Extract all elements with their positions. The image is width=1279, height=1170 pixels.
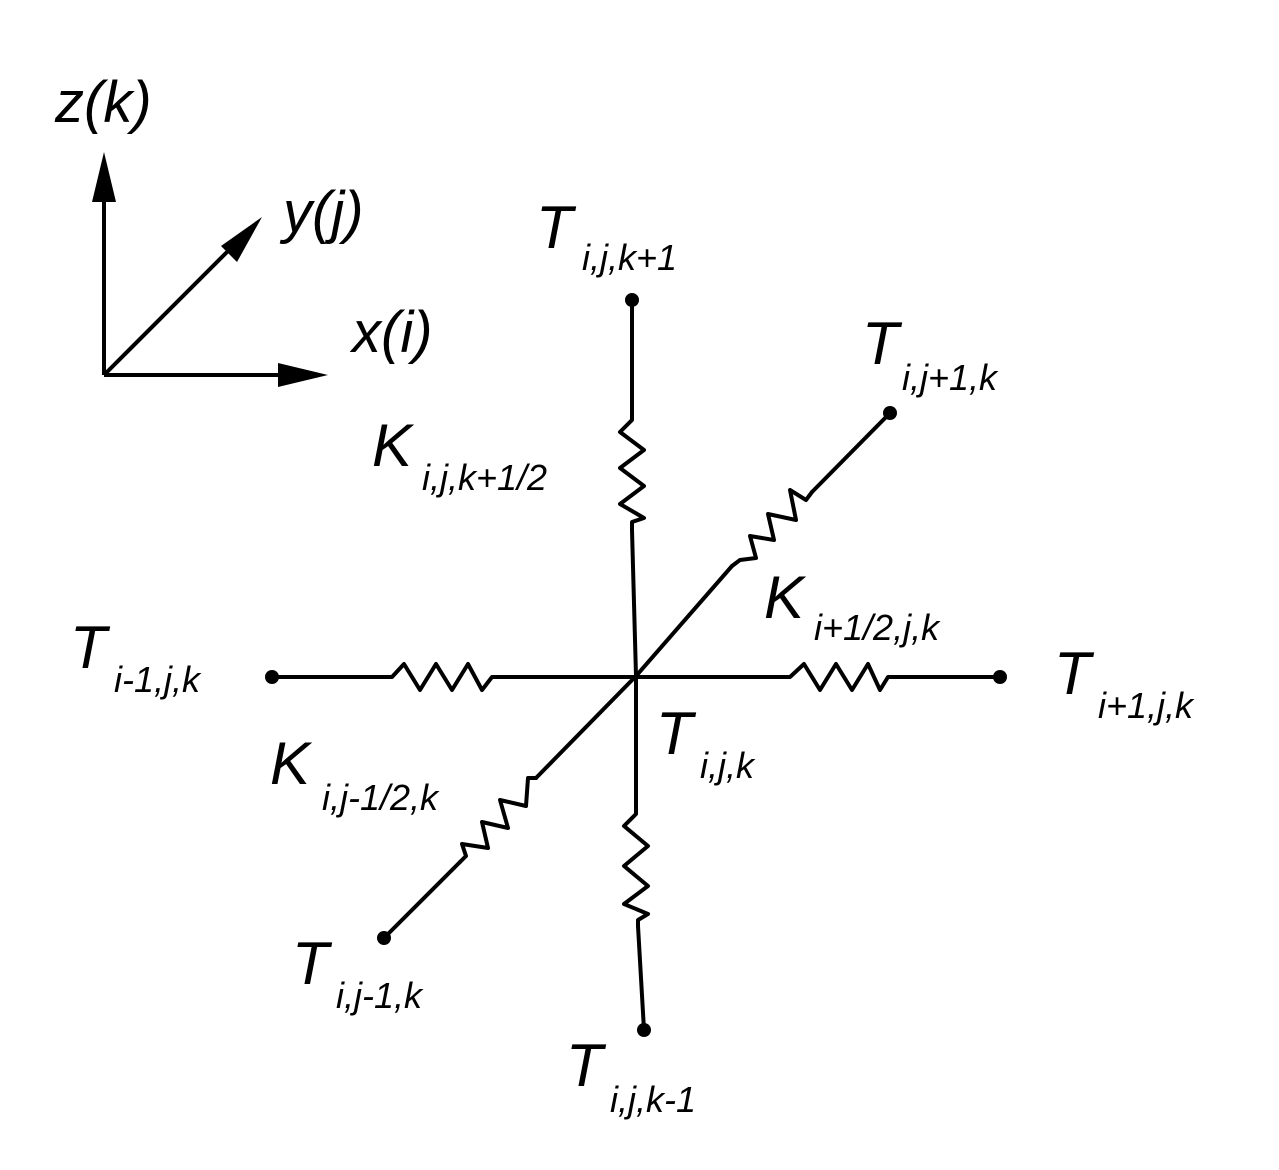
- resistor-i-left: [378, 662, 502, 692]
- label-t-back-sub: i,j+1,k: [902, 357, 999, 398]
- node-labels: T i,j,k+1 T i,j+1,k T i-1,j,k T i+1,j,k …: [70, 194, 1195, 1120]
- diagonal-branch: [377, 406, 897, 945]
- x-axis-label: x(i): [349, 300, 433, 365]
- wire-back-segment: [810, 411, 892, 494]
- label-t-top-sub: i,j,k+1: [582, 237, 677, 278]
- label-k-top-sub: i,j,k+1/2: [422, 457, 547, 498]
- resistor-k-top: [618, 408, 646, 532]
- label-k-right: K: [764, 564, 807, 631]
- coordinate-axes: z(k) y(j) x(i): [54, 70, 433, 387]
- node-dot-bottom: [637, 1023, 651, 1037]
- node-dot-left: [265, 670, 279, 684]
- label-t-center-sub: i,j,k: [700, 745, 756, 786]
- node-dot-right: [993, 670, 1007, 684]
- y-axis-line: [102, 241, 238, 377]
- label-k-front: K: [270, 730, 313, 797]
- z-axis-label: z(k): [54, 70, 152, 135]
- wire-center-to-front-resistor: [534, 674, 638, 780]
- label-t-bottom-sub: i,j,k-1: [610, 1079, 696, 1120]
- label-k-right-sub: i+1/2,j,k: [814, 607, 941, 648]
- wire-back-to-center: [634, 564, 734, 678]
- wire-bottom-segment: [636, 924, 646, 1032]
- label-k-front-sub: i,j-1/2,k: [322, 777, 440, 818]
- node-dot-top: [625, 293, 639, 307]
- resistor-i-right: [778, 662, 898, 692]
- resistor-j-back: [730, 488, 814, 568]
- label-k-top: K: [372, 412, 415, 479]
- label-t-center: T: [656, 700, 697, 767]
- node-dot-back: [883, 406, 897, 420]
- label-t-left-sub: i-1,j,k: [114, 659, 202, 700]
- conductance-labels: K i,j,k+1/2 K i+1/2,j,k K i,j-1/2,k: [270, 412, 941, 818]
- y-axis-arrowhead: [221, 217, 262, 262]
- resistor-k-bottom: [622, 806, 650, 928]
- label-t-bottom: T: [566, 1032, 607, 1099]
- label-t-front-sub: i,j-1,k: [336, 975, 424, 1016]
- label-t-front: T: [292, 930, 333, 997]
- label-t-top: T: [536, 194, 577, 261]
- wire-front-segment: [382, 860, 462, 940]
- vertical-branch: [618, 293, 651, 1037]
- wire-top-to-center: [630, 528, 638, 678]
- z-axis-arrowhead: [92, 152, 116, 202]
- resistor-j-front: [458, 776, 538, 864]
- y-axis-label: y(j): [279, 180, 364, 245]
- horizontal-branch: [265, 662, 1007, 692]
- x-axis-arrowhead: [278, 363, 328, 387]
- label-t-right-sub: i+1,j,k: [1098, 685, 1195, 726]
- label-t-back: T: [862, 310, 903, 377]
- label-t-right: T: [1054, 640, 1095, 707]
- node-dot-front: [377, 931, 391, 945]
- label-t-left: T: [70, 614, 111, 681]
